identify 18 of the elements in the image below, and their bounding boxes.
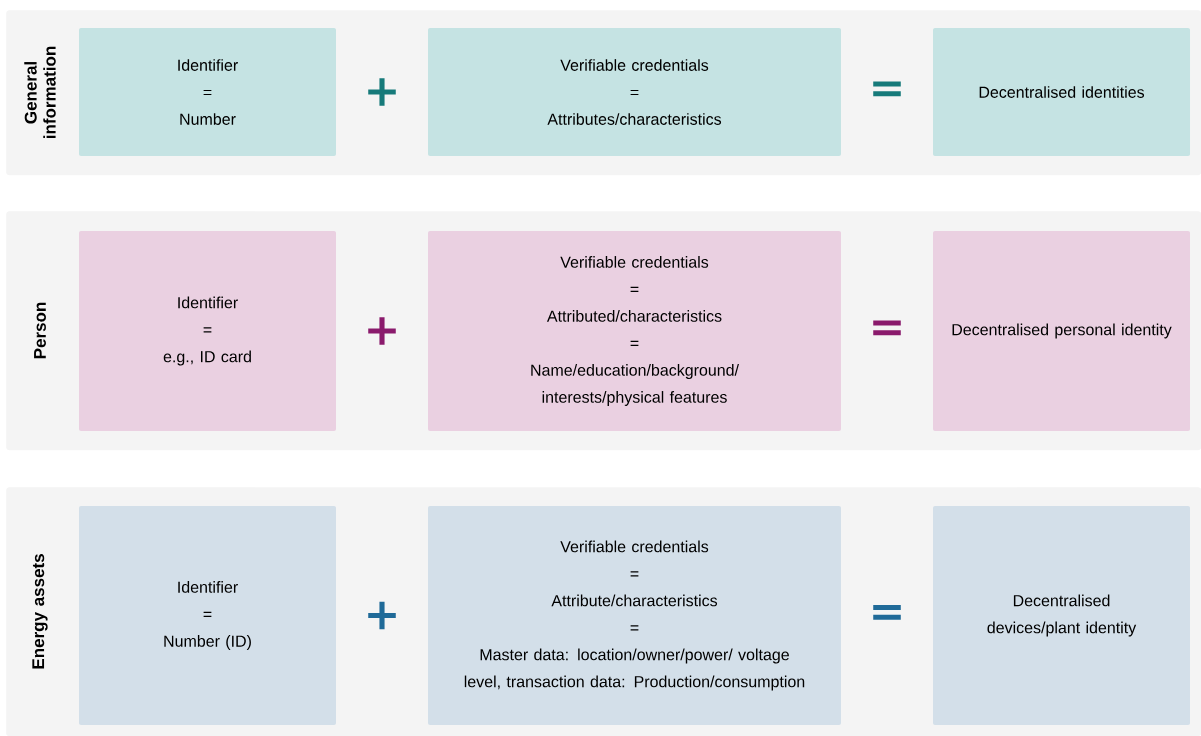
row-heading: General information — [24, 46, 56, 139]
plus-sign: + — [368, 78, 396, 106]
plus-sign: + — [368, 317, 396, 345]
text-box: Verifiable credentials = Attribute/characteristics = Master data: location/owner/power/ voltage level, transaction data: Production/consumption — [428, 506, 841, 725]
text-box: Decentralised personal identity — [933, 231, 1190, 431]
text-box: Decentralised identities — [933, 28, 1190, 156]
equals-sign: = — [873, 320, 901, 336]
plus-sign: + — [368, 601, 396, 630]
text-box: Identifier = Number — [79, 28, 336, 156]
text-box: Decentralised devices/plant identity — [933, 506, 1190, 725]
text-box: Identifier = e.g., ID card — [79, 231, 336, 431]
text-box: Verifiable credentials = Attributed/characteristics = Name/education/background/ interests/physical features — [428, 231, 841, 431]
row-heading: Energy assets — [32, 554, 48, 669]
row-heading: Person — [34, 302, 46, 359]
text-box: Identifier = Number (ID) — [79, 506, 336, 725]
equals-sign: = — [873, 81, 901, 97]
equals-sign: = — [873, 604, 901, 620]
text-box: Verifiable credentials = Attributes/characteristics — [428, 28, 841, 156]
